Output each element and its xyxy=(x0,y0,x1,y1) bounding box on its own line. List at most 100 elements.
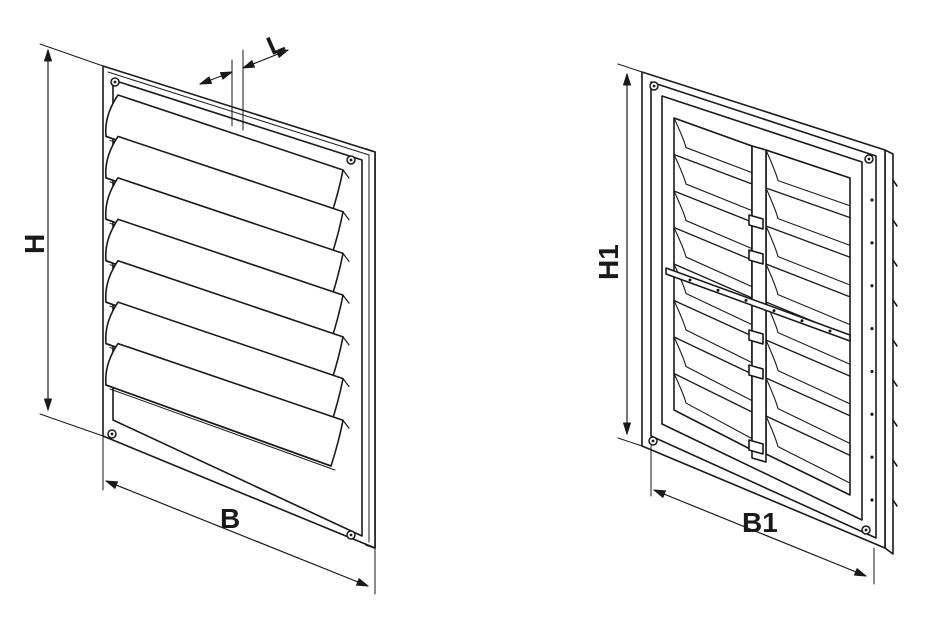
hinge-knuckle xyxy=(748,329,764,345)
cross-brace-body xyxy=(665,267,851,342)
louver-side xyxy=(342,377,350,388)
dimension-L-left-arrow-arrow-start xyxy=(199,76,213,85)
louver-lip xyxy=(105,384,332,467)
dimension-L-right-arrow-arrow-end xyxy=(275,49,289,58)
back-side-fin xyxy=(892,259,898,267)
dimension-H1-arrow-end xyxy=(623,422,631,435)
slat-curve xyxy=(765,149,851,207)
dimension-L-left-arrow-arrow-end xyxy=(219,71,233,80)
louver-side xyxy=(342,169,350,179)
slat-column-1 xyxy=(673,117,753,451)
back-view-grille xyxy=(641,71,898,555)
dimension-B1-arrow-end xyxy=(853,568,867,577)
screw-top-left-center xyxy=(113,80,117,84)
horizontal-cross-brace xyxy=(665,267,851,342)
back-side-fin xyxy=(892,459,898,467)
slat-curve xyxy=(673,336,753,402)
screw-bottom-left-center xyxy=(110,432,114,436)
back-edge-hole xyxy=(870,369,874,374)
screw-bottom-right-center xyxy=(349,533,353,537)
dimension-lines xyxy=(39,43,875,595)
dimension-H1-arrow-start xyxy=(623,73,631,86)
slat-curve xyxy=(673,263,753,326)
hinge-knuckle xyxy=(748,214,764,230)
back-edge-hole xyxy=(870,241,874,245)
extension-H-top xyxy=(39,43,104,67)
back-edge-hole xyxy=(870,455,874,459)
back-edge-hole xyxy=(870,284,874,288)
slat-curve xyxy=(673,154,753,212)
slat-curve xyxy=(673,227,753,288)
back-edge-hole xyxy=(870,412,874,416)
extension-H-bottom xyxy=(39,413,104,437)
slat-curve xyxy=(765,377,851,444)
hinge-knuckle xyxy=(748,439,764,455)
cross-brace-hole xyxy=(688,278,692,282)
cross-brace-hole xyxy=(744,298,748,302)
slat-curve xyxy=(765,187,851,246)
slat-curve xyxy=(673,373,753,440)
extension-H1-bottom xyxy=(617,437,643,447)
back-screw-bottom-left-center xyxy=(651,439,655,443)
slat-curve xyxy=(765,339,851,405)
slat-curve xyxy=(765,263,851,326)
back-side-fin xyxy=(892,179,898,187)
back-screw-bottom-right-center xyxy=(864,528,868,532)
back-side-fin xyxy=(892,339,898,347)
dimension-label-B1: B1 xyxy=(742,507,778,538)
hinge-knuckle xyxy=(748,364,764,380)
louver-side xyxy=(342,252,350,263)
back-side-fin xyxy=(892,499,898,507)
dimension-label-B: B xyxy=(220,503,240,534)
slat-edge xyxy=(673,226,753,261)
slat-curve xyxy=(765,225,851,286)
back-side-fin xyxy=(892,419,898,427)
screw-top-right-center xyxy=(349,158,353,162)
slat-edge xyxy=(673,336,753,375)
slat-edge xyxy=(765,415,851,457)
louver-side xyxy=(342,294,350,304)
back-side-fin xyxy=(892,299,898,307)
louver-lip-shadow xyxy=(109,388,336,471)
slat-edge xyxy=(765,377,851,417)
back-screw-top-right-center xyxy=(867,157,871,161)
cross-brace-hole xyxy=(800,319,804,323)
cross-brace-hole xyxy=(716,288,720,292)
extension-H1-top xyxy=(617,63,643,73)
slat-curve xyxy=(765,415,851,484)
back-edge-hole xyxy=(870,498,874,502)
slat-curve xyxy=(673,190,753,250)
dimension-H-arrow-end xyxy=(44,398,52,411)
dimension-L-right-arrow-arrow-start xyxy=(242,60,256,69)
cross-brace-hole xyxy=(828,329,832,333)
slat-edge xyxy=(673,372,753,413)
dimension-B1-arrow-start xyxy=(653,489,667,498)
frame-bevel-top xyxy=(107,71,370,156)
back-side-fin xyxy=(892,379,898,387)
dimension-label-H: H xyxy=(19,234,50,254)
dimension-B1 xyxy=(653,489,867,577)
dimension-label-L: L xyxy=(262,27,289,61)
dimension-B xyxy=(105,480,369,587)
dimension-H-arrow-start xyxy=(44,49,52,62)
slat-edge xyxy=(673,190,753,223)
back-frame-right-edge xyxy=(884,149,894,555)
dimension-B-arrow-start xyxy=(105,480,119,489)
louver-side xyxy=(342,419,350,429)
front-view-louvred-grille xyxy=(102,65,376,549)
cross-brace-hole xyxy=(772,309,776,313)
louver-side xyxy=(342,211,350,221)
slat-edge xyxy=(673,263,753,299)
back-edge-hole xyxy=(870,198,874,202)
dimension-label-H1: H1 xyxy=(593,244,624,280)
slat-edge xyxy=(765,225,851,258)
slat-edge xyxy=(673,153,753,185)
slat-edge xyxy=(673,299,753,337)
slat-edge xyxy=(765,187,851,219)
slat-edge xyxy=(765,339,851,377)
slat-edge xyxy=(673,117,753,147)
back-side-fin xyxy=(892,219,898,227)
hinge-knuckle xyxy=(748,249,764,265)
louver-side xyxy=(342,336,350,346)
